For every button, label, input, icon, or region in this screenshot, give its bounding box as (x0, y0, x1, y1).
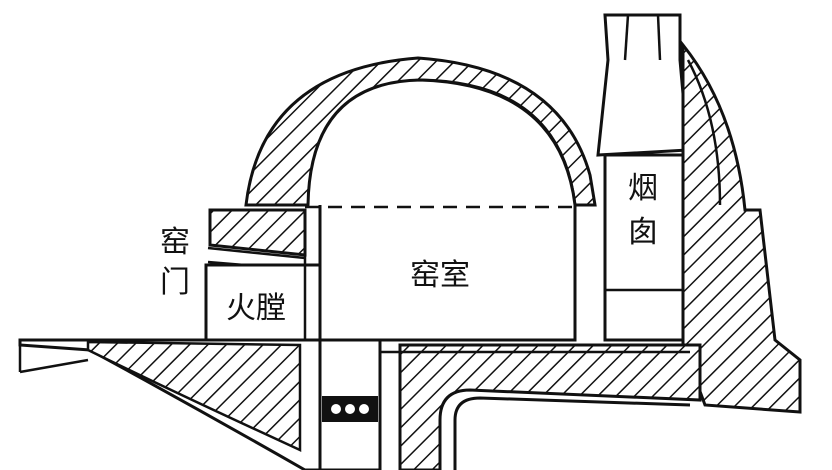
door-lintel (208, 208, 307, 257)
chimney-top (596, 13, 690, 157)
label-kiln-door-2: 门 (160, 265, 190, 300)
right-wall (681, 40, 802, 414)
chimney-shaft (603, 153, 685, 342)
label-kiln-chamber: 窑室 (410, 258, 470, 293)
right-wall-inner-edge (686, 59, 722, 206)
left-floor-line (19, 358, 89, 374)
grate-hole (331, 404, 341, 414)
chimney-line-2 (656, 14, 662, 61)
label-firebox: 火膛 (226, 291, 286, 326)
grate-hole (345, 404, 355, 414)
firebox-block (204, 263, 322, 342)
chimney-line-1 (623, 14, 630, 61)
door-frame-line-1 (207, 246, 306, 260)
label-kiln-door-1: 窑 (160, 225, 190, 260)
grate-hole (359, 404, 369, 414)
label-chimney-2: 囱 (628, 215, 658, 250)
label-chimney-1: 烟 (628, 171, 658, 206)
kiln-chamber-outline (306, 78, 577, 342)
left-floor-hatched-band (86, 340, 302, 452)
right-floor-slab (398, 343, 702, 470)
lower-opening (453, 396, 691, 470)
